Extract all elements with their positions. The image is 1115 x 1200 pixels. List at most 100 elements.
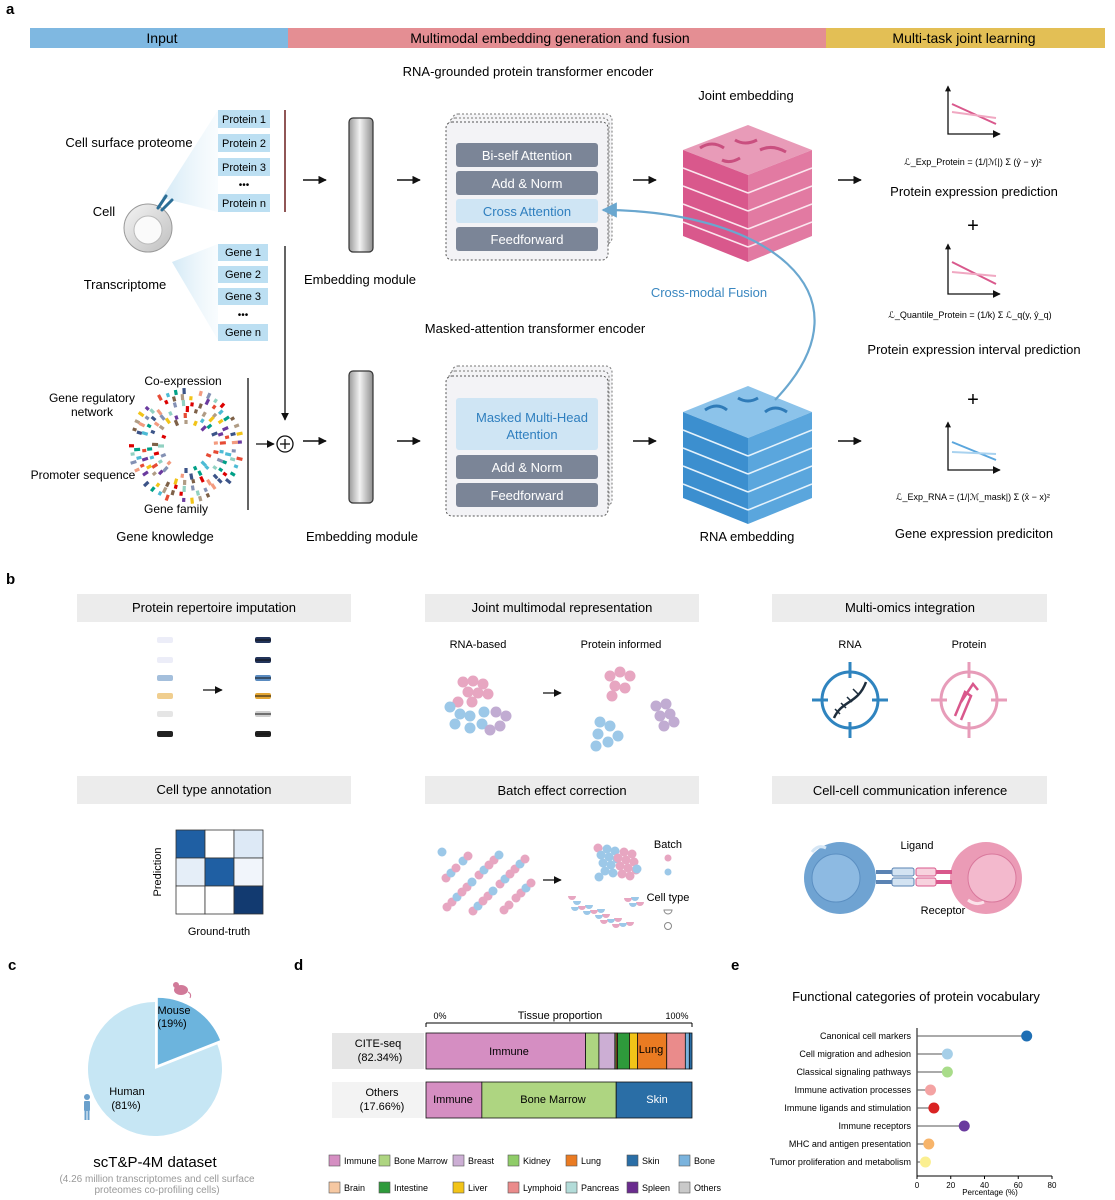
rna-embedding-cube: [682, 386, 813, 524]
plus-sign: +: [967, 389, 979, 411]
radial-tick: [157, 490, 163, 496]
loss-formula-protein: ℒ_Exp_Protein = (1/|ℳ|) Σ (ŷ − y)²: [904, 157, 1041, 167]
panel-label-d: d: [294, 957, 303, 974]
fusion-plus-icon: [276, 435, 294, 453]
gene-token: [218, 324, 268, 341]
protein-token: [218, 110, 270, 128]
row-pct-cite: (82.34%): [358, 1052, 403, 1064]
task-title: Multi-omics integration: [845, 600, 975, 615]
layer-feedforward: [456, 227, 598, 251]
legend-swatch: [678, 1181, 691, 1194]
lollipop-dot: [925, 1084, 936, 1096]
radial-tick: [213, 398, 218, 404]
radial-tick: [201, 411, 207, 418]
radial-tick: [190, 485, 195, 491]
cell-dot: [615, 861, 625, 871]
layer-label: Add & Norm: [492, 460, 563, 475]
legend-swatch: [507, 1154, 520, 1167]
layer-label: Feedforward: [491, 232, 564, 247]
radial-tick: [199, 418, 205, 424]
cell-dot: [598, 858, 608, 868]
cell-dot: [623, 863, 633, 873]
radial-tick: [134, 419, 141, 425]
lollipop-dot: [923, 1138, 935, 1150]
header-input-label: Input: [146, 30, 177, 46]
x-tick-label: 40: [980, 1181, 989, 1190]
pie-slice-human: [87, 1002, 222, 1136]
gene-family-label: Gene family: [144, 502, 208, 516]
lollipop-title: Functional categories of protein vocabul…: [792, 989, 1040, 1004]
receptor-label: Receptor: [921, 905, 966, 917]
cell-half-dot: [583, 911, 591, 915]
cell-dot: [449, 718, 461, 730]
radial-tick: [236, 456, 243, 461]
protein-encoder-title: RNA-grounded protein transformer encoder: [403, 64, 654, 79]
task-header-box: [77, 594, 351, 622]
cell-dot: [619, 682, 631, 694]
embedding-module-1: [348, 117, 374, 253]
radial-tick: [195, 490, 201, 496]
header-fusion-band: [288, 28, 826, 48]
bar-segment-bone: [684, 1032, 690, 1070]
row-label-bg: [332, 1033, 424, 1069]
radial-tick: [142, 470, 149, 477]
cell-dot: [484, 724, 496, 736]
task-header-box: [772, 776, 1047, 804]
radial-tick: [224, 478, 232, 485]
radial-tick: [204, 398, 211, 406]
radial-tick: [150, 415, 157, 422]
radial-tick: [229, 471, 236, 477]
cell-dot: [604, 720, 616, 732]
lollipop-dot: [928, 1102, 940, 1114]
radial-tick: [161, 434, 167, 440]
header-input-band: [30, 28, 288, 48]
axis-tick-100: 100%: [665, 1011, 688, 1021]
lollipop-dot: [919, 1156, 931, 1168]
x-tick-label: 60: [1014, 1181, 1023, 1190]
layer-label: Add & Norm: [492, 176, 563, 191]
protein-token-label: Protein 1: [222, 114, 266, 126]
radial-tick: [132, 427, 137, 432]
segment-label: Immune: [433, 1094, 473, 1106]
radial-tick: [134, 467, 141, 473]
protein-token: [218, 158, 270, 176]
radial-tick: [164, 417, 171, 425]
radial-tick: [233, 464, 239, 469]
cell-dot: [617, 869, 627, 879]
radial-tick: [170, 489, 175, 496]
protein-ellipsis: •••: [239, 180, 250, 191]
protein-icon: [157, 711, 173, 717]
legend-label: Bone: [694, 1156, 715, 1166]
radial-tick: [164, 399, 169, 405]
species-pie-chart: [87, 997, 222, 1136]
cell-dot: [467, 675, 479, 687]
protein-icon: [157, 731, 173, 737]
radial-tick: [162, 465, 169, 473]
cell-dot: [490, 706, 502, 718]
cell-dot: [629, 857, 639, 867]
cell-dot: [593, 843, 603, 853]
cell-dot: [612, 730, 624, 742]
cell-dot: [464, 710, 476, 722]
ligand-receptor-pair: [876, 867, 952, 887]
cell-dot: [600, 866, 610, 876]
co-expression-label: Co-expression: [144, 374, 221, 388]
legend-swatch: [565, 1181, 578, 1194]
radial-tick: [150, 486, 156, 493]
radial-tick: [229, 416, 236, 421]
legend-label: Immune: [344, 1156, 377, 1166]
cell-dot: [658, 720, 670, 732]
task-header-box: [425, 594, 699, 622]
gene-token-label: Gene 1: [225, 247, 261, 259]
radial-tick: [166, 460, 172, 466]
task-header-boxes: [77, 594, 1047, 804]
cell-half-dot: [597, 909, 605, 913]
cell-type-label: Cell type: [647, 892, 690, 904]
cell-half-dot: [600, 920, 608, 924]
header-fusion-label: Multimodal embedding generation and fusi…: [410, 30, 689, 46]
radial-tick: [173, 478, 179, 485]
radial-tick: [200, 425, 207, 432]
cell-dot: [476, 718, 488, 730]
task-title: Cell-cell communication inference: [813, 783, 1007, 798]
lollipop-dot: [941, 1048, 953, 1060]
